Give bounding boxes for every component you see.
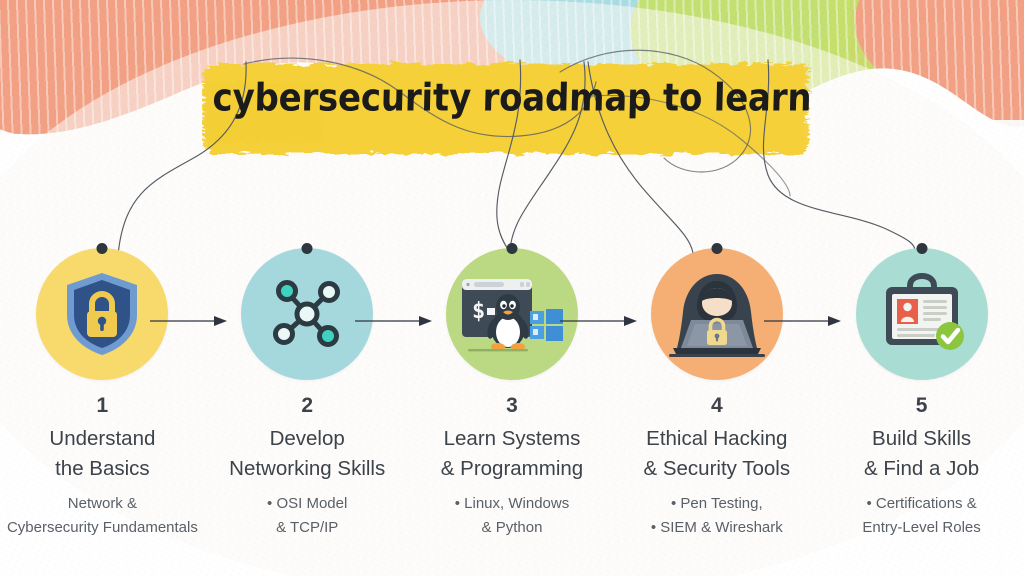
step-4-number: 4 — [710, 394, 723, 417]
step-3-icon-circle[interactable]: $ — [445, 243, 578, 380]
step-5[interactable]: 5 Build Skills & Find a Job • Certificat… — [819, 243, 1024, 539]
step-3-number: 3 — [506, 394, 518, 417]
shield-lock-icon — [67, 273, 138, 355]
step-2-number: 2 — [301, 394, 314, 417]
pin-dot-icon — [711, 243, 723, 254]
svg-text:$: $ — [472, 299, 485, 324]
step-4-icon-circle[interactable] — [650, 243, 783, 380]
network-nodes-icon — [273, 280, 341, 347]
step-5-subtext: • Certifications & Entry-Level Roles — [862, 495, 981, 536]
step-3-heading: Learn Systems & Programming — [440, 427, 584, 480]
step-1-subtext: Network & Cybersecurity Fundamentals — [6, 495, 198, 536]
page-title: cybersecurity roadmap to learn — [212, 75, 812, 121]
step-5-heading: Build Skills & Find a Job — [864, 427, 980, 480]
terminal-linux-windows-icon: $ — [461, 279, 563, 352]
pin-dot-icon — [916, 243, 928, 254]
step-3-subtext: • Linux, Windows & Python — [454, 495, 570, 536]
pin-dot-icon — [506, 243, 518, 254]
step-2-icon-circle[interactable] — [241, 243, 374, 380]
step-2[interactable]: 2 Develop Networking Skills • OSI Model … — [205, 243, 432, 539]
roadmap-steps: 1 Understand the Basics Network & Cybers… — [0, 243, 1024, 576]
step-2-subtext: • OSI Model & TCP/IP — [267, 495, 348, 536]
step-4-heading: Ethical Hacking & Security Tools — [643, 427, 791, 480]
hacker-laptop-icon — [668, 274, 765, 357]
step-5-icon-circle[interactable] — [855, 243, 988, 380]
step-4[interactable]: 4 Ethical Hacking & Security Tools • Pen… — [614, 243, 842, 539]
resume-briefcase-check-icon — [885, 272, 964, 350]
step-5-number: 5 — [915, 394, 928, 417]
step-1-heading: Understand the Basics — [49, 427, 156, 480]
step-1[interactable]: 1 Understand the Basics Network & Cybers… — [0, 243, 227, 539]
step-3[interactable]: $ — [410, 243, 637, 539]
pin-dot-icon — [96, 243, 108, 254]
step-1-icon-circle[interactable] — [36, 243, 169, 380]
step-4-subtext: • Pen Testing, • SIEM & Wireshark — [650, 495, 783, 536]
pin-dot-icon — [301, 243, 313, 254]
step-2-heading: Develop Networking Skills — [229, 427, 386, 480]
step-1-number: 1 — [96, 394, 109, 417]
